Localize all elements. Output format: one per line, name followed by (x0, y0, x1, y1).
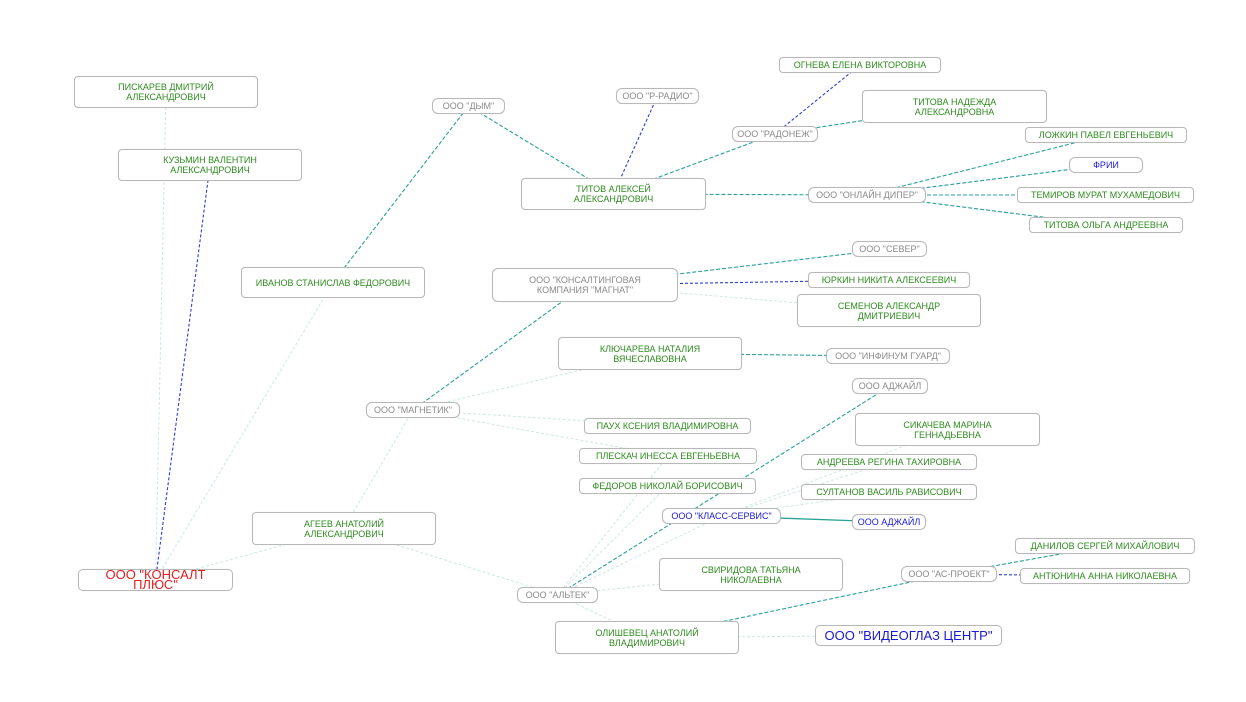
node-online[interactable]: ООО "ОНЛАЙН ДИПЕР" (808, 187, 926, 203)
node-titovA[interactable]: ТИТОВ АЛЕКСЕЙ АЛЕКСАНДРОВИЧ (521, 178, 706, 210)
node-semenov[interactable]: СЕМЕНОВ АЛЕКСАНДР ДМИТРИЕВИЧ (797, 294, 981, 327)
edge-altek-klass (557, 515, 722, 596)
node-ageev[interactable]: АГЕЕВ АНАТОЛИЙ АЛЕКСАНДРОВИЧ (252, 512, 436, 545)
node-pisk[interactable]: ПИСКАРЕВ ДМИТРИЙ АЛЕКСАНДРОВИЧ (74, 76, 258, 108)
node-olishevets[interactable]: ОЛИШЕВЕЦ АНАТОЛИЙ ВЛАДИМИРОВИЧ (555, 621, 739, 654)
edge-radonezh-titovA (613, 133, 776, 195)
node-sviridova[interactable]: СВИРИДОВА ТАТЬЯНА НИКОЛАЕВНА (659, 558, 843, 591)
node-titovaO[interactable]: ТИТОВА ОЛЬГА АНДРЕЕВНА (1029, 217, 1183, 233)
node-sever[interactable]: ООО "СЕВЕР" (852, 241, 927, 257)
node-klyuch[interactable]: КЛЮЧАРЕВА НАТАЛИЯ ВЯЧЕСЛАВОВНА (558, 337, 742, 370)
node-danilov[interactable]: ДАНИЛОВ СЕРГЕЙ МИХАЙЛОВИЧ (1015, 538, 1195, 554)
node-temirov[interactable]: ТЕМИРОВ МУРАТ МУХАМЕДОВИЧ (1017, 187, 1194, 203)
edge-altek-adzhail1 (557, 385, 891, 596)
edge-magnat-magnetik (412, 284, 586, 411)
node-sultanov[interactable]: СУЛТАНОВ ВАСИЛЬ РАВИСОВИЧ (801, 484, 977, 500)
node-yurkin[interactable]: ЮРКИН НИКИТА АЛЕКСЕЕВИЧ (808, 272, 970, 288)
edge-ivan-konsalt (155, 282, 334, 581)
node-videoglaz[interactable]: ООО "ВИДЕОГЛАЗ ЦЕНТР" (815, 625, 1002, 646)
node-sikach[interactable]: СИКАЧЕВА МАРИНА ГЕННАДЬЕВНА (855, 413, 1040, 446)
node-pleskach[interactable]: ПЛЕСКАЧ ИНЕССА ЕВГЕНЬЕВНА (579, 448, 757, 464)
node-adzhail2[interactable]: ООО АДЖАЙЛ (852, 514, 926, 530)
node-titovaN[interactable]: ТИТОВА НАДЕЖДА АЛЕКСАНДРОВНА (862, 90, 1047, 123)
node-magnat[interactable]: ООО "КОНСАЛТИНГОВАЯ КОМПАНИЯ "МАГНАТ" (492, 268, 678, 302)
edge-ivan-dym (332, 105, 469, 283)
node-paukh[interactable]: ПАУХ КСЕНИЯ ВЛАДИМИРОВНА (584, 418, 751, 434)
node-asproekt[interactable]: ООО "АС-ПРОЕКТ" (901, 566, 997, 582)
node-antyunina[interactable]: АНТЮНИНА АННА НИКОЛАЕВНА (1020, 568, 1190, 584)
node-rradio[interactable]: ООО "Р-РАДИО" (616, 88, 699, 104)
edge-online-frii (866, 164, 1107, 196)
node-andreeva[interactable]: АНДРЕЕВА РЕГИНА ТАХИРОВНА (801, 454, 977, 470)
node-lozhkin[interactable]: ЛОЖКИН ПАВЕЛ ЕВГЕНЬЕВИЧ (1025, 127, 1187, 143)
node-altek[interactable]: ООО "АЛЬТЕК" (517, 587, 598, 603)
node-radonezh[interactable]: ООО "РАДОНЕЖ" (732, 126, 818, 142)
node-ogneva[interactable]: ОГНЕВА ЕЛЕНА ВИКТОРОВНА (779, 57, 941, 73)
node-konsalt[interactable]: ООО "КОНСАЛТ ПЛЮС" (78, 568, 233, 591)
edge-altek-fedorov (557, 485, 668, 596)
node-infinum[interactable]: ООО "ИНФИНУМ ГУАРД" (826, 348, 950, 364)
node-adzhail1[interactable]: ООО АДЖАЙЛ (852, 378, 928, 394)
edge-online-lozhkin (866, 134, 1107, 196)
node-klass[interactable]: ООО "КЛАСС-СЕРВИС" (662, 508, 781, 524)
node-fedorov[interactable]: ФЕДОРОВ НИКОЛАЙ БОРИСОВИЧ (579, 478, 756, 494)
edge-magnetik-ageev (343, 409, 414, 529)
node-dym[interactable]: ООО "ДЫМ" (432, 98, 505, 114)
node-ivan[interactable]: ИВАНОВ СТАНИСЛАВ ФЕДОРОВИЧ (241, 267, 425, 298)
node-frii[interactable]: ФРИИ (1069, 157, 1143, 173)
edge-ogneva-radonezh (774, 64, 861, 135)
node-magnetik[interactable]: ООО "МАГНЕТИК" (366, 402, 460, 418)
node-kuzm[interactable]: КУЗЬМИН ВАЛЕНТИН АЛЕКСАНДРОВИЧ (118, 149, 302, 181)
edge-rradio-titovA (612, 95, 659, 195)
